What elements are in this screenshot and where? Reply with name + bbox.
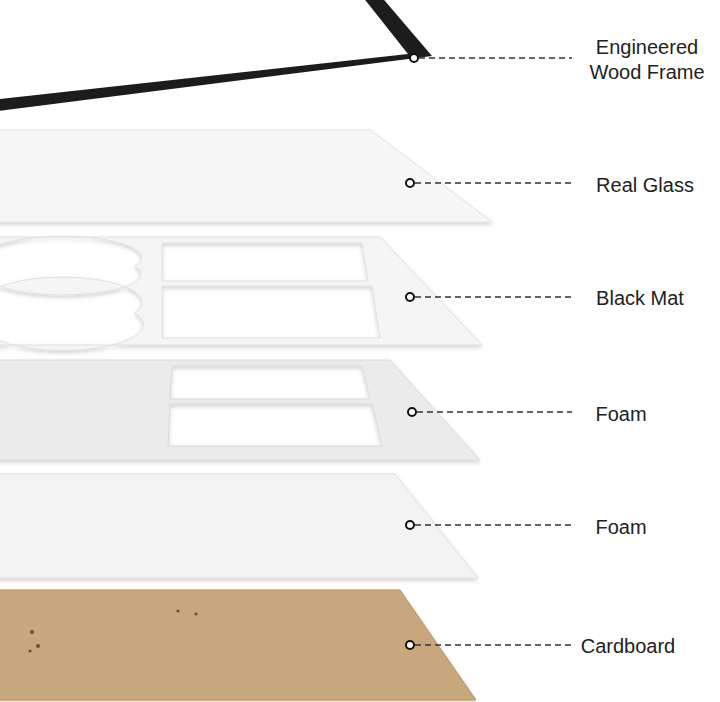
cardboard-back	[0, 590, 476, 700]
part-label: Real Glass	[594, 173, 696, 198]
hanger-holes	[28, 609, 197, 652]
part-label: Foam	[593, 515, 648, 540]
wood-frame	[0, 0, 432, 112]
foam-board	[0, 360, 480, 460]
part-label: Engineered Wood Frame	[578, 35, 716, 85]
glass-sheet	[0, 130, 492, 222]
part-label: Foam	[593, 402, 648, 427]
leader-lines	[415, 58, 572, 645]
foam-board	[0, 474, 478, 578]
callout-dots	[406, 54, 418, 649]
part-label: Black Mat	[594, 286, 686, 311]
part-label: Cardboard	[579, 634, 678, 659]
mat-board	[0, 236, 482, 350]
